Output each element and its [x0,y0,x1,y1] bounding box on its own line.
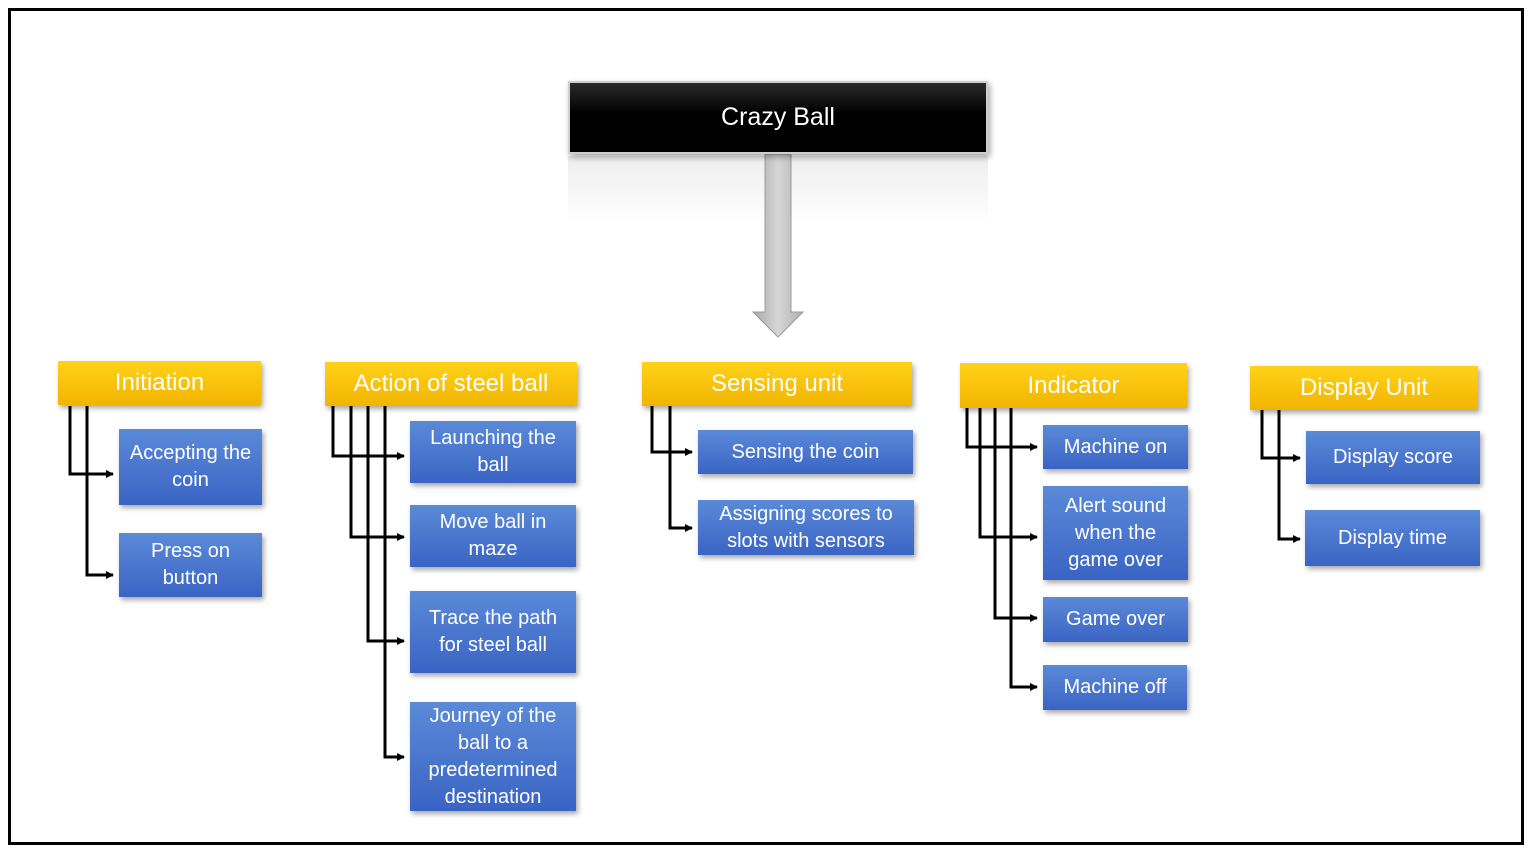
root-node: Crazy Ball [568,81,988,154]
sensing-connectors [650,406,693,532]
category-initiation: Initiation [58,361,261,405]
item-machine-on: Machine on [1043,425,1188,469]
item-journey-of-the-ball: Journey of the ball to a predetermined d… [410,702,576,811]
item-machine-off: Machine off [1043,665,1187,710]
item-sensing-the-coin: Sensing the coin [698,430,913,474]
category-sensing-unit: Sensing unit [642,362,912,406]
indicator-connectors [965,408,1038,691]
item-assigning-scores: Assigning scores to slots with sensors [698,500,914,555]
item-move-ball-in-maze: Move ball in maze [410,505,576,567]
item-display-score: Display score [1306,431,1480,484]
item-launching-the-ball: Launching the ball [410,421,576,483]
action-connectors [331,406,405,761]
category-indicator: Indicator [960,363,1187,408]
item-trace-the-path: Trace the path for steel ball [410,591,576,673]
category-action-of-steel-ball: Action of steel ball [325,362,577,406]
item-alert-sound: Alert sound when the game over [1043,486,1188,580]
item-press-on-button: Press on button [119,533,262,597]
initiation-connectors [68,406,114,579]
main-down-arrow [751,153,805,338]
display-connectors [1260,410,1301,543]
category-display-unit: Display Unit [1250,366,1478,410]
item-display-time: Display time [1305,510,1480,566]
item-game-over: Game over [1043,597,1188,642]
item-accepting-the-coin: Accepting the coin [119,429,262,505]
